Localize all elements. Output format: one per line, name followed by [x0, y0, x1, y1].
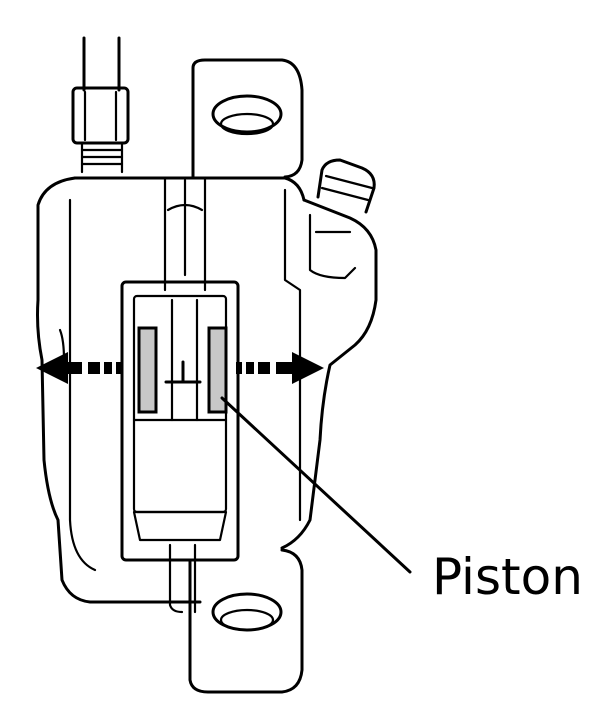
caliper-body — [36, 176, 378, 604]
piston-leader-line — [220, 396, 412, 574]
brake-hose — [71, 36, 130, 174]
bleed-nipple — [316, 158, 376, 214]
upper-mounting-tab — [191, 58, 304, 179]
lower-mounting-tab — [168, 543, 304, 694]
pad-pocket — [120, 280, 240, 562]
piston-label: Piston — [432, 548, 583, 606]
right-arrow-icon — [236, 352, 324, 384]
right-piston — [207, 326, 228, 414]
left-arrow-icon — [36, 352, 122, 384]
left-piston — [137, 326, 158, 414]
